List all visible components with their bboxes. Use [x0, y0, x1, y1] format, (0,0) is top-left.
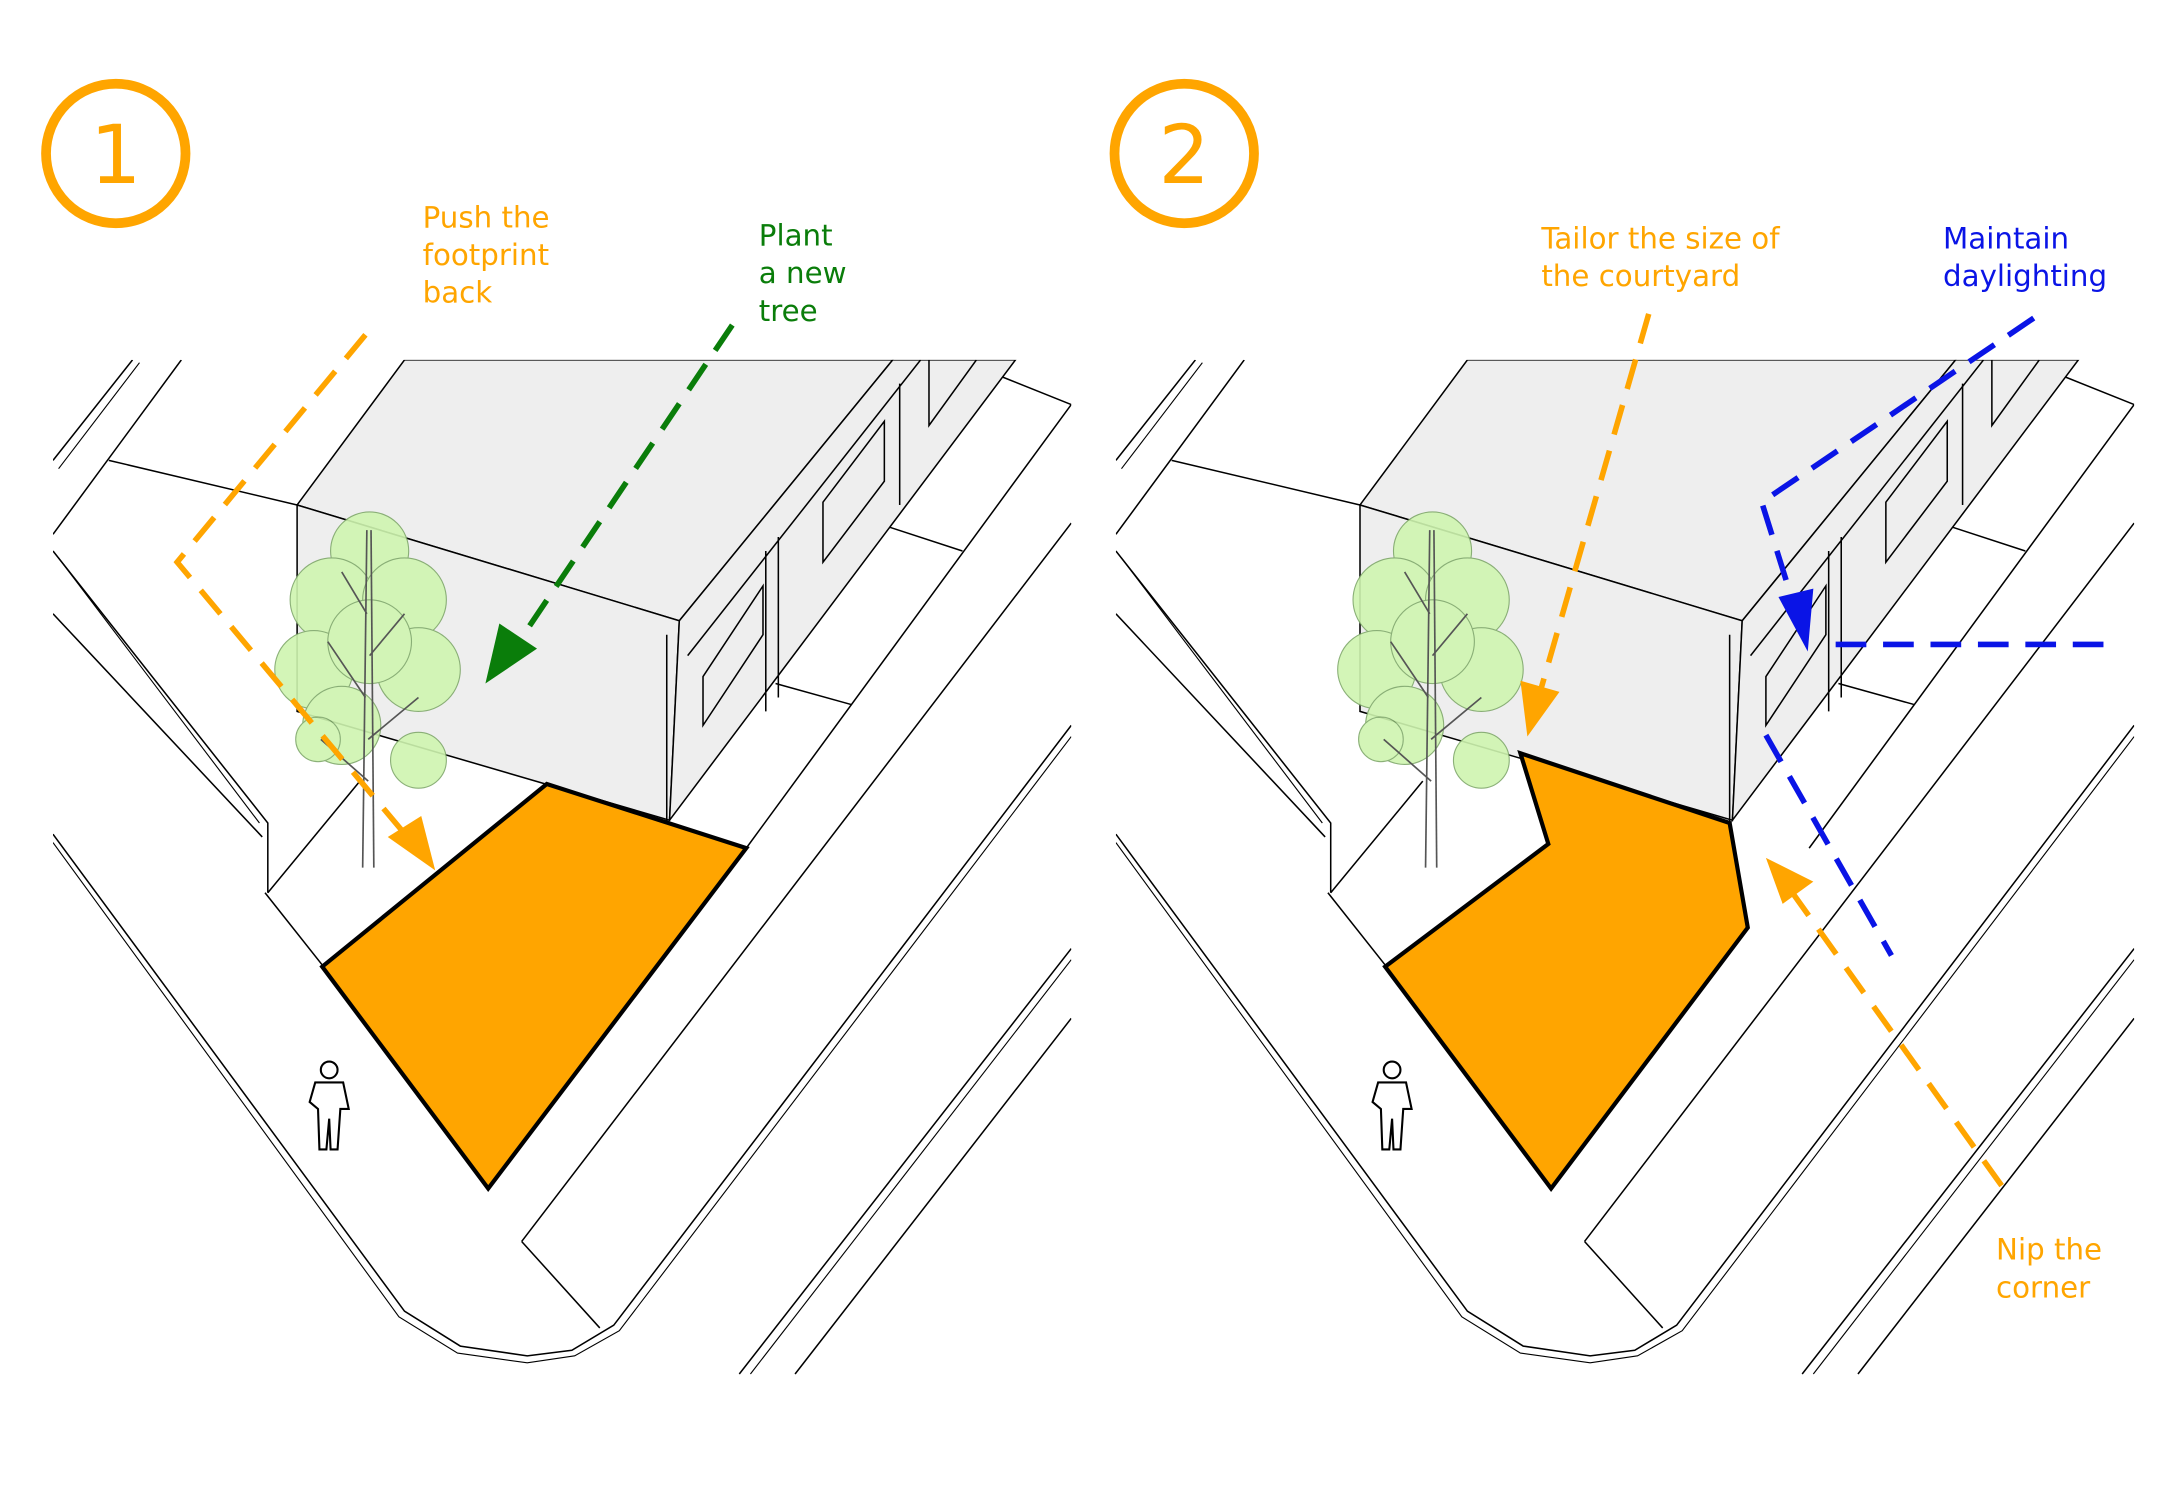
label-maintain-daylighting: Maintain daylighting — [1943, 221, 2107, 293]
arrowhead-icon — [1778, 588, 1814, 652]
label-push-footprint-back: Push the footprint back — [423, 200, 559, 309]
panel-1: 1 Push the footprint back Plant a new tr… — [41, 78, 856, 1192]
tree — [1337, 511, 1524, 868]
arrowhead-icon — [485, 623, 538, 684]
window — [702, 583, 764, 728]
window — [1885, 419, 1949, 565]
label-tailor-courtyard: Tailor the size of the courtyard — [1540, 221, 1789, 293]
push-back-arrow — [173, 333, 436, 871]
window — [822, 419, 886, 565]
tree — [274, 511, 461, 868]
panel-2: 2 Tailor the size of the courtyard Maint… — [1109, 78, 2114, 1305]
tailor-courtyard-arrow — [1520, 313, 1652, 737]
pedestrian-silhouette — [1371, 1060, 1413, 1151]
street-lines — [1115, 359, 2135, 1375]
street-lines — [53, 359, 1072, 1375]
courtyard-footprint — [319, 781, 750, 1192]
courtyard-footprint — [1382, 749, 1750, 1192]
step-number: 2 — [1159, 109, 1210, 203]
label-plant-new-tree: Plant a new tree — [759, 219, 856, 328]
label-nip-corner: Nip the corner — [1996, 1233, 2111, 1305]
step-number: 1 — [90, 109, 141, 203]
site-context — [53, 359, 1072, 1375]
plant-tree-arrow — [485, 323, 735, 684]
pedestrian-silhouette — [308, 1060, 351, 1151]
building — [295, 359, 1017, 824]
arrowhead-icon — [1520, 680, 1560, 737]
step-number-badge: 1 — [41, 78, 191, 229]
building-side-face — [1731, 359, 2080, 823]
step-number-badge: 2 — [1109, 78, 1259, 229]
building-side-face — [668, 359, 1017, 823]
arrowhead-icon — [1765, 857, 1814, 904]
daylighting-arrows — [1758, 315, 2114, 957]
nip-corner-arrow — [1765, 857, 2004, 1188]
arrowhead-icon — [387, 816, 436, 871]
